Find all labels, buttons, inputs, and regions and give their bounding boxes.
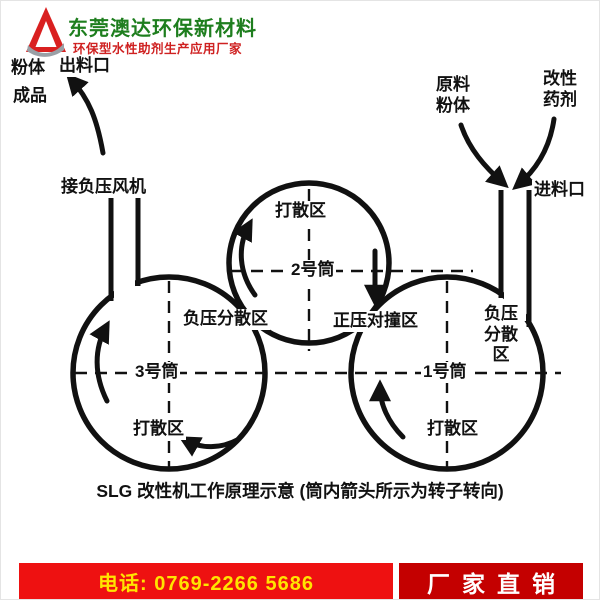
label-scatter-top: 打散区 [273, 201, 328, 222]
label-cylinder-2: 2号筒 [289, 260, 337, 281]
diagram-caption: SLG 改性机工作原理示意 (筒内箭头所示为转子转向) [96, 481, 504, 501]
agent-in-arrow [512, 116, 557, 190]
phone-number: 电话: 0769-2266 5686 [98, 573, 314, 595]
direct-sale-banner: 厂家直销 [399, 563, 583, 599]
label-neg-dispersion-right: 负压分散区 [479, 304, 523, 367]
cylinder2-rotation-arrow [232, 218, 258, 298]
cylinder3-bottom-arrow [178, 436, 242, 457]
label-raw-material: 原料粉体 [431, 75, 475, 117]
logo-inner-triangle [35, 21, 57, 47]
label-agent: 改性药剂 [538, 69, 582, 111]
label-inlet: 进料口 [532, 180, 587, 201]
phone-banner: 电话: 0769-2266 5686 [19, 563, 393, 599]
company-tagline: 环保型水性助剂生产应用厂家 [73, 42, 243, 56]
label-scatter-bottom-left: 打散区 [131, 419, 186, 440]
label-finished: 成品 [11, 86, 49, 107]
label-cylinder-1: 1号筒 [421, 362, 469, 383]
label-outlet: 出料口 [57, 56, 112, 77]
cylinder3-rotation-arrow [89, 320, 110, 404]
cylinder1-rotation-arrow [369, 379, 406, 440]
outlet-pipe-interior [114, 190, 135, 310]
label-powder: 粉体 [9, 58, 47, 79]
label-fan: 接负压风机 [59, 177, 148, 198]
direct-sale-text: 厂家直销 [427, 570, 567, 597]
label-scatter-bottom-right: 打散区 [425, 419, 480, 440]
company-name: 东莞澳达环保新材料 [68, 18, 257, 40]
inlet-pipe-interior [504, 190, 526, 321]
label-collision: 正压对撞区 [331, 311, 420, 332]
product-out-arrow [65, 73, 106, 156]
label-cylinder-3: 3号筒 [133, 362, 181, 383]
raw-material-in-arrow [458, 122, 509, 189]
label-neg-dispersion-left: 负压分散区 [181, 309, 270, 330]
company-logo-icon [25, 6, 67, 58]
logo-svg [26, 7, 66, 57]
logo-swoosh [27, 43, 64, 57]
